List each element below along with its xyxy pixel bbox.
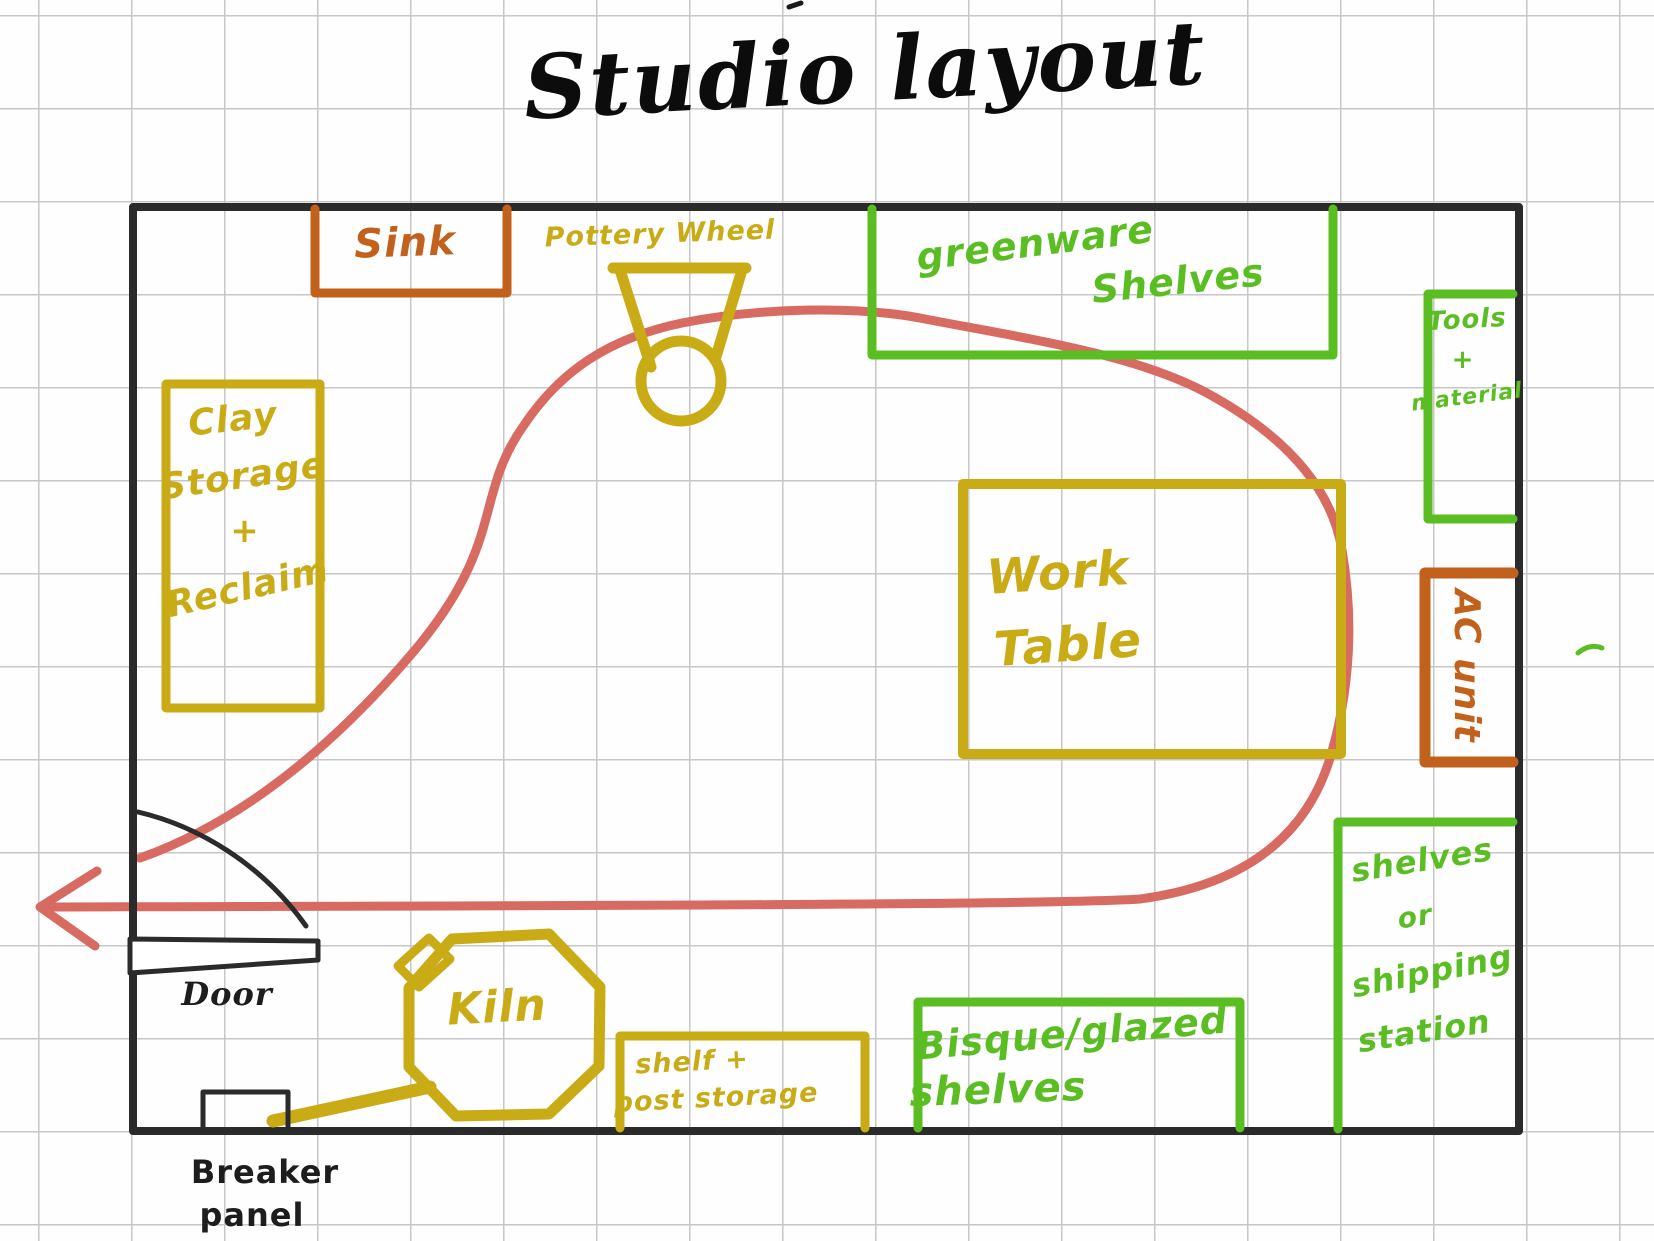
stray-mark-top: [786, 0, 804, 10]
breaker-panel-box: [200, 1089, 291, 1134]
shipping-station-box: [1333, 817, 1518, 1134]
door-swing-arc: [135, 809, 309, 929]
tools-material-label-line1: Tools: [1426, 302, 1508, 338]
pottery-wheel-body: [607, 262, 752, 373]
shipping-station-label-line2: or: [1395, 897, 1435, 936]
pottery-wheel-head: [635, 335, 727, 427]
door-label: Door: [181, 975, 273, 1013]
breaker-panel-label-line1: Breaker: [190, 1153, 340, 1191]
clay-storage-label-line3: +: [230, 511, 260, 551]
kiln-power-cable: [266, 1080, 437, 1128]
bisque-shelves-label-line2: shelves: [908, 1063, 1088, 1117]
ac-unit-label: AC unit: [1446, 589, 1487, 743]
kiln-octagon: [403, 928, 606, 1122]
work-table-box: [958, 479, 1346, 759]
clay-storage-box: [161, 379, 325, 713]
sink-label: Sink: [353, 218, 457, 268]
breaker-panel-label-line2: panel: [199, 1196, 305, 1234]
pottery-wheel-label: Pottery Wheel: [544, 214, 776, 254]
bisque-shelves-box: [913, 997, 1245, 1133]
work-table-label-line1: Work: [984, 540, 1132, 606]
tools-material-box: [1423, 289, 1518, 524]
greenware-shelves-box: [867, 204, 1338, 360]
shelf-post-storage-box: [615, 1031, 870, 1133]
workflow-path-line: [43, 305, 1354, 912]
shelf-post-storage-label-line1: shelf +: [634, 1043, 750, 1081]
clay-storage-label-line1: Clay: [186, 394, 280, 445]
door-leaf: [127, 936, 321, 976]
kiln-label: Kiln: [445, 979, 549, 1036]
work-table-label-line2: Table: [992, 611, 1144, 679]
workflow-arrowhead: [35, 866, 102, 951]
room-walls: [129, 203, 1523, 1135]
ac-unit-box: [1419, 567, 1519, 768]
tools-material-label-line2: +: [1451, 345, 1475, 375]
stray-mark-right: [1575, 643, 1605, 656]
kiln-vent: [393, 933, 455, 992]
sink-box: [310, 204, 512, 298]
